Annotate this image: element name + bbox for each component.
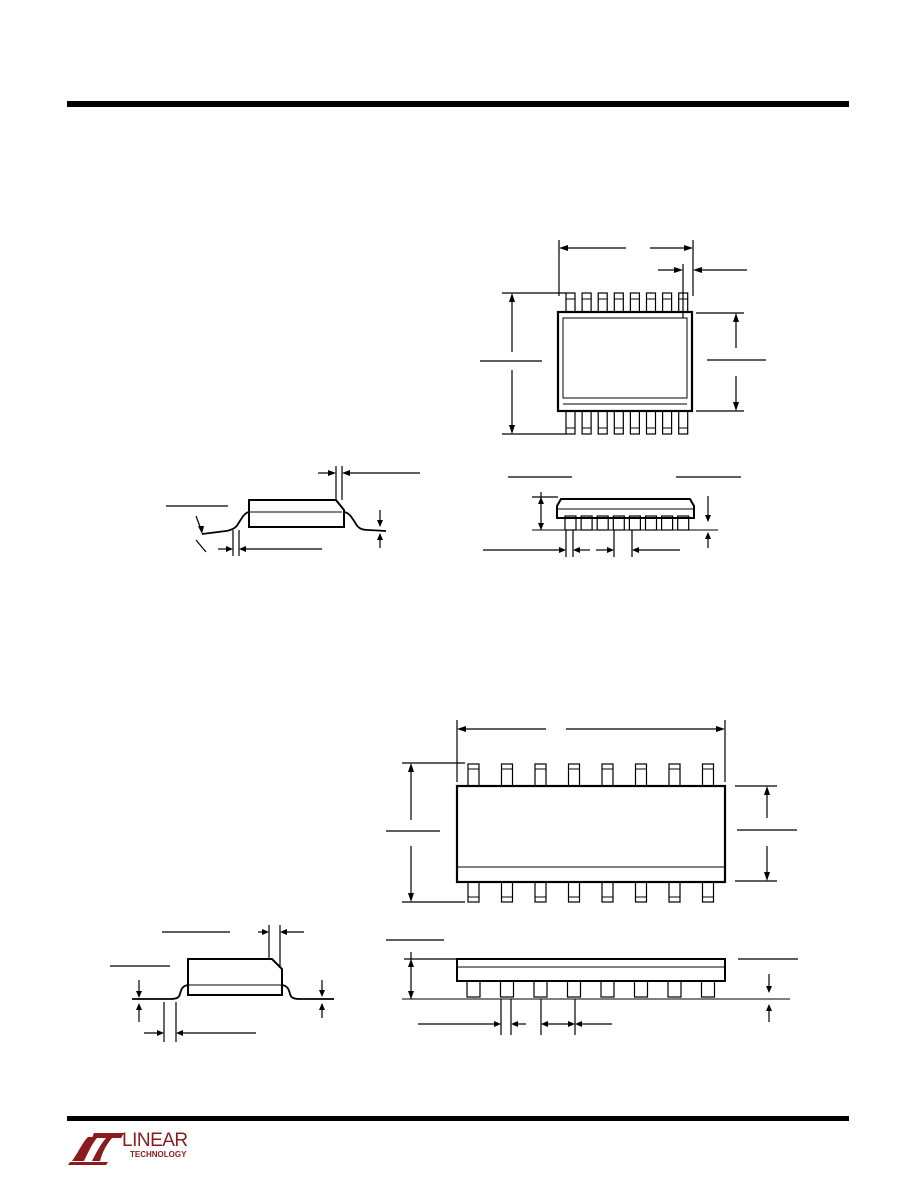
header-rule — [67, 101, 849, 107]
brand-name-line1: LINEAR — [122, 1130, 188, 1151]
package2-lead — [500, 881, 514, 903]
package1-length-dimension — [558, 240, 694, 296]
brand-name-line2: TECHNOLOGY — [130, 1150, 187, 1159]
package2-lead — [634, 763, 648, 787]
package1-lead — [597, 292, 608, 313]
package1-lead-width-callout — [658, 264, 747, 318]
package2-lead — [534, 881, 547, 903]
package1-lead — [645, 292, 657, 313]
package2-lead — [701, 881, 715, 903]
package1-lead — [661, 410, 673, 435]
package1-lead — [629, 410, 641, 435]
package1-lead — [581, 292, 592, 313]
package2-lead — [534, 763, 547, 787]
package2-overall-width-dimension — [386, 762, 465, 903]
package1-lead — [597, 410, 608, 435]
package1-top-view — [480, 240, 766, 435]
package1-lead — [645, 410, 657, 435]
package1-lead — [629, 292, 641, 313]
package1-bottom-pins — [565, 410, 689, 435]
package2-lead — [467, 881, 480, 903]
package1-lead — [613, 292, 624, 313]
package2-top-pins — [467, 763, 715, 787]
package2-lead — [668, 763, 681, 787]
package2-side-lead — [633, 980, 649, 998]
package1-lead — [678, 410, 689, 435]
package2-side-lead — [600, 980, 615, 998]
package2-lead — [567, 763, 581, 787]
package2-lead — [701, 763, 715, 787]
package2-side-lead — [700, 980, 716, 998]
package1-lead — [565, 410, 576, 435]
package2-length-dimension — [456, 720, 726, 782]
package2-side-lead — [667, 980, 682, 998]
package2-side-view — [386, 939, 798, 1035]
package2-side-lead — [566, 980, 582, 998]
package1-body — [556, 310, 694, 413]
package2-side-lead — [533, 980, 548, 998]
package2-body-width-dimension — [735, 785, 797, 882]
footer-rule — [67, 1116, 849, 1121]
package2-side-leads — [466, 980, 716, 998]
package1-side-view — [483, 476, 741, 557]
package2-lead — [467, 763, 480, 787]
package2-lead — [634, 881, 648, 903]
package1-lead — [613, 410, 624, 435]
package1-overall-width-dimension — [480, 292, 566, 435]
package1-lead — [565, 292, 576, 313]
package2-lead — [668, 881, 681, 903]
package2-lead — [601, 763, 614, 787]
package2-lead — [601, 881, 614, 903]
package1-body-inner — [562, 317, 688, 399]
package2-lead — [567, 881, 581, 903]
package2-side-lead — [466, 980, 481, 998]
package2-top-view — [386, 720, 797, 903]
package2-bottom-pins — [467, 881, 715, 903]
package2-side-lead — [499, 980, 515, 998]
package1-lead — [661, 292, 673, 313]
package1-body-width-dimension — [696, 312, 766, 412]
package1-end-view — [166, 466, 420, 556]
linear-technology-logo: LINEAR TECHNOLOGY — [68, 1131, 198, 1167]
package1-top-pins — [565, 292, 689, 313]
package2-body — [455, 784, 727, 884]
lt-mark-icon — [68, 1133, 124, 1165]
package2-end-view — [110, 925, 334, 1042]
package2-lead — [500, 763, 514, 787]
package1-lead — [581, 410, 592, 435]
